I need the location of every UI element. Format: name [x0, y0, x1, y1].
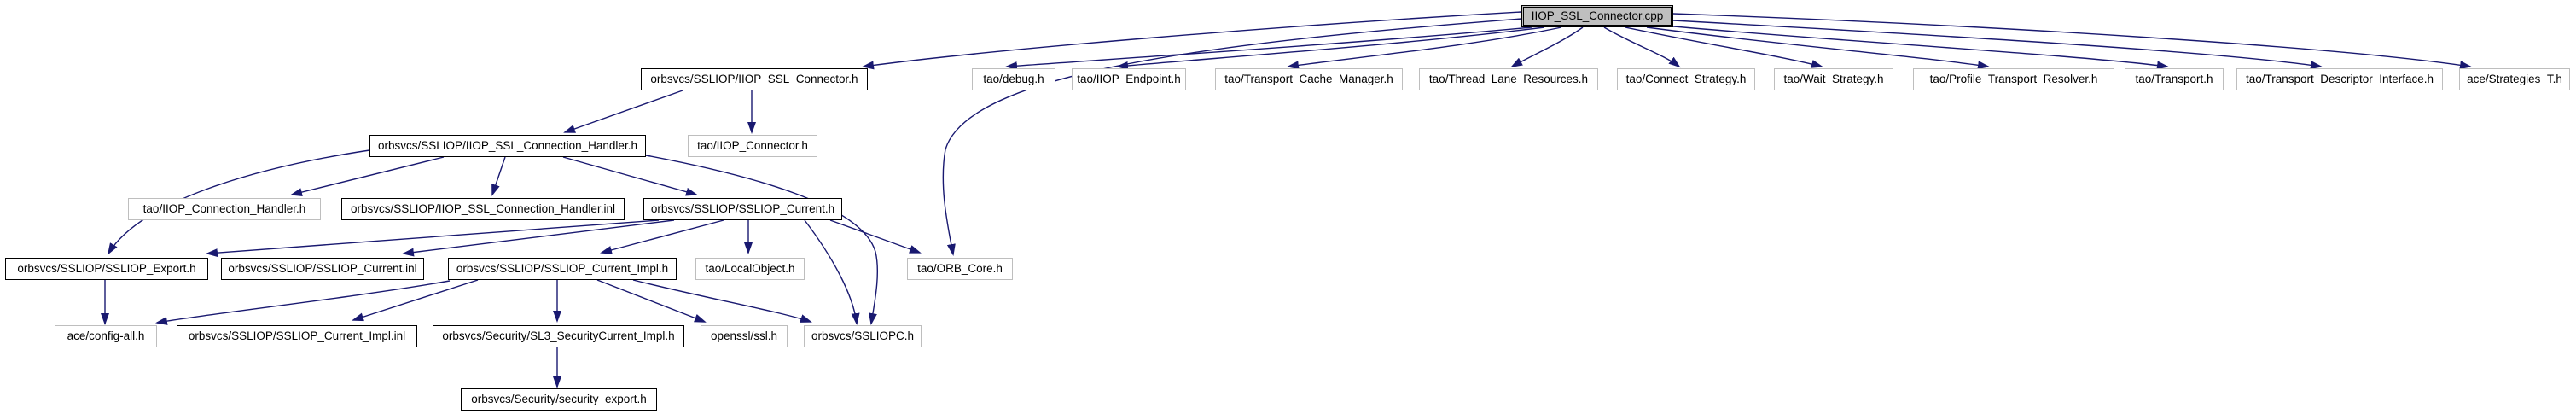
edge-current-impl-h-to-openssl-ssl-h: [596, 279, 707, 323]
edge-cpp-to-connector-h: [862, 11, 1522, 70]
node-ssliop-export-h[interactable]: orbsvcs/SSLIOP/SSLIOP_Export.h: [5, 258, 208, 280]
edge-current-h-to-current-impl-h: [600, 219, 724, 254]
node-tao-iiop-connection-handler-h: tao/IIOP_Connection_Handler.h: [128, 198, 321, 220]
node-security-export-h[interactable]: orbsvcs/Security/security_export.h: [461, 388, 657, 411]
edge-cpp-to-iiop-endpoint-h: [1116, 26, 1545, 70]
node-iiop-ssl-connector-cpp: IIOP_SSL_Connector.cpp: [1521, 5, 1673, 27]
edge-cpp-to-wait-strategy: [1625, 26, 1823, 68]
edge-handler-h-to-ssliopc-h: [645, 155, 879, 325]
edge-current-impl-h-to-current-impl-inl: [352, 279, 479, 322]
edge-current-h-to-current-inl: [402, 219, 675, 257]
edge-cpp-to-ptr-h: [1646, 26, 1990, 70]
node-iiop-ssl-connection-handler-h[interactable]: orbsvcs/SSLIOP/IIOP_SSL_Connection_Handl…: [369, 135, 646, 157]
node-tao-localobject-h: tao/LocalObject.h: [695, 258, 805, 280]
edge-cpp-to-strategies-t: [1672, 13, 2472, 70]
node-tao-transport-cache-manager-h: tao/Transport_Cache_Manager.h: [1215, 68, 1403, 90]
node-tao-transport-descriptor-interface-h: tao/Transport_Descriptor_Interface.h: [2236, 68, 2443, 90]
node-ssliop-current-impl-inl[interactable]: orbsvcs/SSLIOP/SSLIOP_Current_Impl.inl: [177, 325, 417, 347]
edge-current-h-to-orb-core-h: [829, 219, 922, 254]
node-openssl-ssl-h: openssl/ssl.h: [701, 325, 788, 347]
node-tao-connect-strategy-h: tao/Connect_Strategy.h: [1617, 68, 1755, 90]
edge-cpp-to-orb-core-h: [942, 18, 1522, 256]
node-tao-wait-strategy-h: tao/Wait_Strategy.h: [1774, 68, 1893, 90]
node-tao-profile-transport-resolver-h: tao/Profile_Transport_Resolver.h: [1913, 68, 2114, 90]
edge-handler-h-to-export-h: [107, 149, 370, 255]
node-ace-strategies-t-h: ace/Strategies_T.h: [2459, 68, 2570, 90]
node-tao-transport-h: tao/Transport.h: [2125, 68, 2224, 90]
edge-cpp-to-tlr-h: [1510, 26, 1584, 67]
edge-current-impl-h-to-config-all-h: [155, 280, 451, 325]
node-ssliop-current-h[interactable]: orbsvcs/SSLIOP/SSLIOP_Current.h: [643, 198, 842, 220]
edge-handler-h-to-iiop-conn-handler: [290, 156, 445, 196]
node-tao-iiop-endpoint-h: tao/IIOP_Endpoint.h: [1072, 68, 1186, 90]
edge-cpp-to-tdi-h: [1672, 20, 2323, 70]
node-ace-config-all-h: ace/config-all.h: [55, 325, 157, 347]
node-tao-iiop-connector-h: tao/IIOP_Connector.h: [688, 135, 817, 157]
edge-connector-h-to-handler-h: [563, 90, 683, 133]
edge-current-h-to-export-h: [206, 219, 660, 258]
node-tao-orb-core-h: tao/ORB_Core.h: [907, 258, 1013, 280]
node-tao-debug-h: tao/debug.h: [972, 68, 1055, 90]
edge-current-h-to-ssliopc-h: [804, 219, 860, 325]
edge-current-impl-h-to-ssliopc-h: [632, 279, 812, 323]
node-sl3-securitycurrent-impl-h[interactable]: orbsvcs/Security/SL3_SecurityCurrent_Imp…: [433, 325, 684, 347]
node-ssliop-current-impl-h[interactable]: orbsvcs/SSLIOP/SSLIOP_Current_Impl.h: [448, 258, 677, 280]
node-ssliop-current-inl[interactable]: orbsvcs/SSLIOP/SSLIOP_Current.inl: [221, 258, 424, 280]
edge-handler-h-to-handler-inl: [491, 156, 506, 196]
edge-cpp-to-debug-h: [1005, 26, 1532, 71]
edge-cpp-to-transport-h: [1663, 25, 2169, 70]
node-iiop-ssl-connector-h[interactable]: orbsvcs/SSLIOP/IIOP_SSL_Connector.h: [641, 68, 868, 90]
edge-handler-h-to-current-h: [562, 156, 698, 196]
edge-cpp-to-connect-strategy: [1603, 26, 1681, 68]
node-iiop-ssl-connection-handler-inl[interactable]: orbsvcs/SSLIOP/IIOP_SSL_Connection_Handl…: [341, 198, 625, 220]
node-orbsvcs-ssliopc-h: orbsvcs/SSLIOPC.h: [804, 325, 922, 347]
node-tao-thread-lane-resources-h: tao/Thread_Lane_Resources.h: [1419, 68, 1598, 90]
edge-cpp-to-tcm-h: [1287, 26, 1562, 70]
